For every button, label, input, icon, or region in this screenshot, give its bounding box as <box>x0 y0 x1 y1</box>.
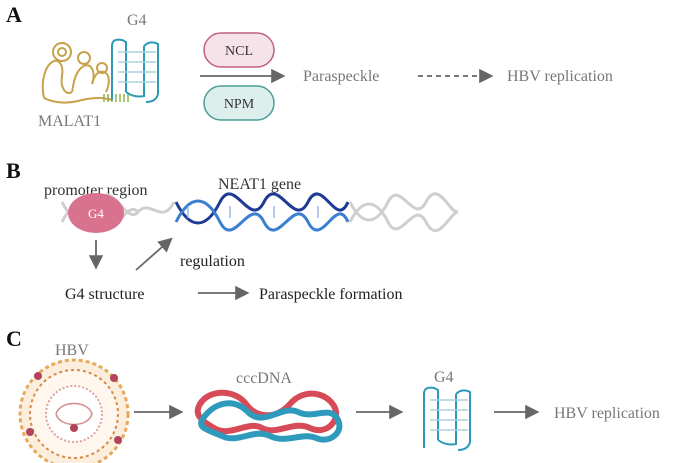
panel-c: C HBV cccDNA G4 <box>6 326 660 463</box>
g4-structure-label: G4 structure <box>65 286 145 303</box>
g4-structure-icon-c <box>423 386 471 451</box>
malat1-label: MALAT1 <box>38 113 101 130</box>
panel-a: A G4 <box>6 2 613 130</box>
panel-b: B promoter region NEAT1 gene G4 <box>6 158 459 303</box>
neat1-dna-helix-icon <box>174 192 350 232</box>
ncl-label: NCL <box>225 44 253 59</box>
g4-structure-icon <box>111 38 159 103</box>
hbv-replication-label-a: HBV replication <box>507 68 613 85</box>
npm-pill <box>203 85 275 121</box>
paraspeckle-formation-label: Paraspeckle formation <box>259 286 403 303</box>
base-pair-ticks <box>103 94 129 102</box>
npm-label: NPM <box>224 97 255 112</box>
panel-c-letter: C <box>6 326 22 351</box>
neat1-gene-label: NEAT1 gene <box>218 176 301 193</box>
paraspeckle-label: Paraspeckle <box>303 68 379 85</box>
g4-label-a: G4 <box>127 12 147 29</box>
dna-helix-right-icon <box>348 192 459 232</box>
hbv-replication-label-c: HBV replication <box>554 405 660 422</box>
arrow-regulation <box>135 237 173 271</box>
malat1-rna-icon <box>41 42 113 104</box>
g4-promoter-node <box>68 193 124 233</box>
cccdna-icon <box>194 389 343 443</box>
regulation-label: regulation <box>180 253 245 270</box>
panel-b-letter: B <box>6 158 21 183</box>
cccdna-label: cccDNA <box>236 370 292 387</box>
hbv-label: HBV <box>55 342 89 359</box>
promoter-region-label: promoter region <box>44 182 148 199</box>
panel-a-letter: A <box>6 2 22 27</box>
g4-label-c: G4 <box>434 369 454 386</box>
g4-node-label: G4 <box>88 206 104 221</box>
hbv-virion-icon <box>18 358 130 463</box>
ncl-pill <box>203 32 275 68</box>
